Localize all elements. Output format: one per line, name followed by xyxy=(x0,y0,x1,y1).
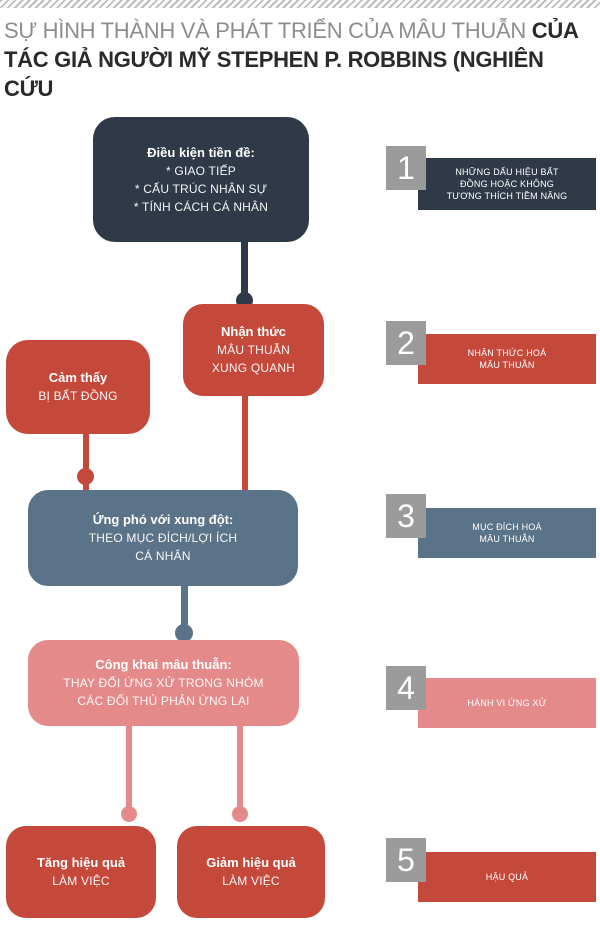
title-light: Sự hình thành và phát triển của mâu thuẫ… xyxy=(4,18,532,43)
public-heading: Công khai mâu thuẫn: xyxy=(95,657,232,672)
step-1-line: Những dấu hiệu bất xyxy=(455,167,559,177)
connector-dot xyxy=(175,624,193,642)
step-1-number: 1 xyxy=(386,146,426,190)
feeling-line: bị bất đồng xyxy=(38,389,118,403)
step-2-line: mâu thuẫn xyxy=(479,360,535,370)
step-1-line: đồng hoặc không xyxy=(459,179,554,189)
coping-line: Theo mục đích/lợi ích xyxy=(88,531,238,545)
page-title: Sự hình thành và phát triển của mâu thuẫ… xyxy=(4,16,596,103)
awareness-line: mâu thuẫn xyxy=(217,343,290,357)
step-1-line: tương thích tiềm năng xyxy=(446,191,568,201)
coping-line: cá nhân xyxy=(135,549,191,563)
step-3-line: Mục đích hoá xyxy=(472,522,542,532)
step-5-line: Hậu quả xyxy=(485,872,529,882)
title-dark-2: tác giả người Mỹ Stephen P. Robbins (ngh… xyxy=(4,47,544,101)
increase-line: làm việc xyxy=(52,874,110,888)
connector-conditions-awareness xyxy=(241,240,248,300)
step-2-number: 2 xyxy=(386,321,426,365)
connector-awareness-coping xyxy=(242,395,248,495)
decrease-heading: Giảm hiệu quả xyxy=(206,855,296,870)
feeling-heading: Cảm thấy xyxy=(48,370,108,385)
step-3-box: Mục đích hoá mâu thuẫn xyxy=(418,508,596,558)
connector-dot xyxy=(121,806,137,822)
feeling-box: Cảm thấy bị bất đồng xyxy=(6,340,150,434)
conditions-item: * Cấu trúc nhân sự xyxy=(134,181,268,196)
connector-public-decrease xyxy=(237,725,243,815)
header-stripe xyxy=(0,0,600,8)
step-2-line: Nhận thức hoá xyxy=(467,348,547,358)
step-5-box: Hậu quả xyxy=(418,852,596,902)
title-dark-1: của xyxy=(531,18,579,43)
public-box: Công khai mâu thuẫn: Thay đổi ứng xử tro… xyxy=(28,640,299,726)
connector-dot xyxy=(77,468,94,485)
step-5-number: 5 xyxy=(386,838,426,882)
conditions-item: * Giao tiếp xyxy=(166,163,236,178)
connector-feeling-coping xyxy=(83,432,89,498)
step-3-line: mâu thuẫn xyxy=(479,534,535,544)
increase-heading: Tăng hiệu quả xyxy=(36,855,126,870)
awareness-heading: Nhận thức xyxy=(220,324,287,339)
step-1-box: Những dấu hiệu bất đồng hoặc không tương… xyxy=(418,158,596,210)
coping-box: Ứng phó với xung đột: Theo mục đích/lợi … xyxy=(28,490,298,586)
awareness-box: Nhận thức mâu thuẫn xung quanh xyxy=(183,304,324,396)
public-line: các đối thủ phản ứng lại xyxy=(77,694,250,708)
connector-public-increase xyxy=(126,725,132,815)
decrease-line: làm việc xyxy=(222,874,280,888)
coping-heading: Ứng phó với xung đột: xyxy=(92,512,234,527)
awareness-line: xung quanh xyxy=(211,361,296,375)
connector-coping-public xyxy=(181,585,188,633)
connector-dot xyxy=(232,806,248,822)
step-4-number: 4 xyxy=(386,666,426,710)
conditions-heading: Điều kiện tiền đề: xyxy=(147,144,255,160)
step-4-line: Hành vi ứng xử xyxy=(467,698,547,708)
step-3-number: 3 xyxy=(386,494,426,538)
increase-box: Tăng hiệu quả làm việc xyxy=(6,826,156,918)
decrease-box: Giảm hiệu quả làm việc xyxy=(177,826,325,918)
conditions-box: Điều kiện tiền đề: * Giao tiếp * Cấu trú… xyxy=(93,117,309,242)
conditions-item: * Tính cách cá nhân xyxy=(133,199,269,214)
step-4-box: Hành vi ứng xử xyxy=(418,678,596,728)
step-2-box: Nhận thức hoá mâu thuẫn xyxy=(418,334,596,384)
public-line: Thay đổi ứng xử trong nhóm xyxy=(63,676,264,690)
